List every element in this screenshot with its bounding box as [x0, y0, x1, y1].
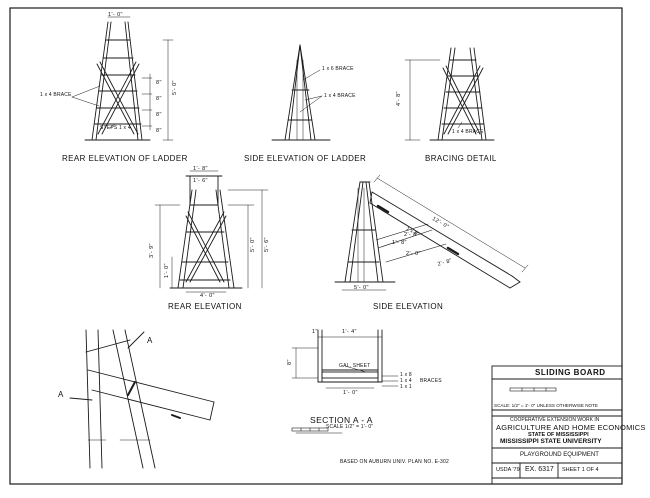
section-board-2: 1 x 4	[400, 378, 412, 384]
section-braces: BRACES	[420, 378, 442, 384]
title-block-heading: SLIDING BOARD	[535, 368, 606, 377]
title-block-line3: STATE OF MISSISSIPPI	[528, 432, 589, 438]
bracing-brace-label: 1 x 4 BRACE	[452, 129, 484, 135]
bracing-title: BRACING DETAIL	[425, 154, 497, 163]
side-elevation-title: SIDE ELEVATION	[373, 302, 444, 311]
rear-ladder-spacing-3: 8"	[156, 112, 162, 118]
rear-ladder-spacing-2: 8"	[156, 96, 162, 102]
rear-h1: 3'- 9"	[149, 243, 155, 258]
rear-ladder-spacing-1: 8"	[156, 80, 162, 86]
section-scale: SCALE 1/2" = 1'- 0"	[326, 424, 374, 430]
title-block-ex: EX. 6317	[525, 466, 554, 473]
rear-base: 4'- 0"	[200, 293, 215, 299]
rear-ladder-title: REAR ELEVATION OF LADDER	[62, 154, 188, 163]
title-block-scale-note: SCALE: 1/2" = 1'- 0" UNLESS OTHERWISE NO…	[494, 403, 598, 408]
side-dim-2: 1'- 8"	[392, 240, 407, 246]
rear-elevation-title: REAR ELEVATION	[168, 302, 242, 311]
title-block-sheet: SHEET 1 OF 4	[562, 467, 599, 473]
title-block-agency: USDA '79	[496, 467, 520, 473]
side-ladder-drawing	[271, 44, 331, 141]
rear-ladder-steps-label: STEPS 1 x 4	[100, 125, 131, 131]
side-base: 5'- 0"	[354, 285, 369, 291]
rear-elevation-drawing	[154, 170, 269, 293]
title-block-line4: MISSISSIPPI STATE UNIVERSITY	[500, 438, 602, 445]
based-on-note: BASED ON AUBURN UNIV. PLAN NO. E-302	[340, 459, 449, 465]
title-block-frame	[491, 365, 623, 485]
side-elevation-drawing	[334, 174, 529, 291]
side-ladder-brace-lower: 1 x 4 BRACE	[324, 93, 356, 99]
section-gal-sheet: GAL. SHEET	[339, 363, 371, 369]
side-ladder-title: SIDE ELEVATION OF LADDER	[244, 154, 367, 163]
section-top-width: 1'- 4"	[342, 329, 357, 335]
section-left-thickness: 1"	[312, 329, 318, 335]
rear-ladder-spacing-4: 8"	[156, 128, 162, 134]
section-bottom-width: 1'- 0"	[343, 390, 358, 396]
detail-a-marker-top: A	[147, 336, 153, 345]
rear-h4: 5'- 6"	[264, 237, 270, 252]
rear-ladder-top-width: 1'- 0"	[108, 12, 123, 18]
rear-h3: 5'- 0"	[250, 237, 256, 252]
section-board-3: 1 x 1	[400, 384, 412, 390]
section-aa-drawing	[291, 329, 399, 434]
side-ladder-brace-upper: 1 x 6 BRACE	[322, 66, 354, 72]
section-left-height: 8"	[287, 359, 293, 365]
rear-ladder-height: 5'- 0"	[172, 80, 178, 95]
rear-ladder-drawing	[71, 16, 174, 141]
rear-ladder-brace-label: 1 x 4 BRACE	[40, 92, 72, 98]
sheet-border	[9, 7, 623, 485]
title-scale-bar	[509, 387, 557, 392]
bracing-detail-drawing	[404, 47, 495, 141]
title-block-project: PLAYGROUND EQUIPMENT	[520, 452, 599, 458]
rear-w1: 1'- 8"	[193, 166, 208, 172]
section-scale-bar	[291, 427, 329, 432]
side-dim-1: 2'- 8"	[404, 232, 419, 238]
title-block-line1: COOPERATIVE EXTENSION WORK IN	[510, 417, 600, 423]
rear-h2: 1'- 0"	[164, 263, 170, 278]
detail-a-marker-left: A	[58, 390, 64, 399]
section-title: SECTION A - A	[310, 415, 373, 425]
side-dim-4: 2'- 0"	[406, 251, 421, 257]
rear-w2: 1'- 6"	[193, 178, 208, 184]
detail-a-drawing	[69, 329, 215, 469]
section-board-1: 1 x 8	[400, 372, 412, 378]
bracing-height: 4'- 8"	[396, 91, 402, 106]
title-block-line2: AGRICULTURE AND HOME ECONOMICS	[496, 423, 646, 432]
